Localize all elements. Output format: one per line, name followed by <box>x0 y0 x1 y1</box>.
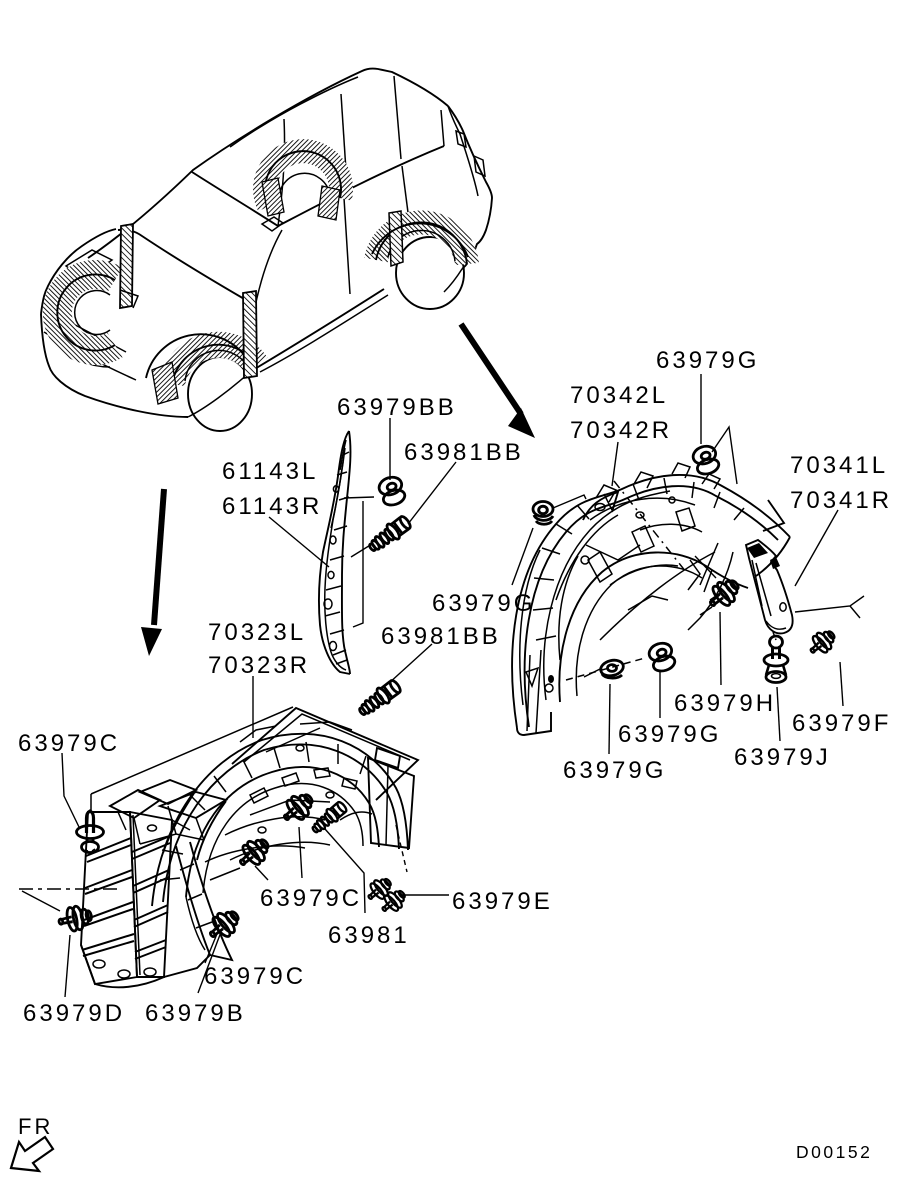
svg-text:63979G: 63979G <box>656 347 759 374</box>
svg-text:63979G: 63979G <box>563 757 666 784</box>
svg-text:63979G: 63979G <box>618 721 721 748</box>
svg-text:63979E: 63979E <box>452 888 553 915</box>
svg-text:70341R: 70341R <box>790 487 892 514</box>
svg-text:70342R: 70342R <box>570 417 672 444</box>
svg-text:63981BB: 63981BB <box>381 623 501 650</box>
svg-text:63979H: 63979H <box>674 690 776 717</box>
svg-text:63979D: 63979D <box>23 1000 125 1027</box>
svg-text:63979B: 63979B <box>145 1000 246 1027</box>
svg-text:70323L: 70323L <box>208 619 306 646</box>
svg-text:70341L: 70341L <box>790 452 888 479</box>
svg-text:63979C: 63979C <box>204 963 306 990</box>
svg-text:63979F: 63979F <box>792 710 891 737</box>
svg-text:FR: FR <box>18 1114 53 1139</box>
svg-text:D00152: D00152 <box>796 1142 872 1162</box>
svg-text:70342L: 70342L <box>570 382 668 409</box>
svg-text:63979G: 63979G <box>432 590 535 617</box>
svg-text:63981: 63981 <box>328 922 410 949</box>
svg-text:63981BB: 63981BB <box>404 439 524 466</box>
svg-text:61143L: 61143L <box>222 458 318 485</box>
svg-text:63979C: 63979C <box>18 730 120 757</box>
svg-text:61143R: 61143R <box>222 493 322 520</box>
svg-text:63979J: 63979J <box>734 744 831 771</box>
svg-text:63979BB: 63979BB <box>337 394 457 421</box>
svg-text:70323R: 70323R <box>208 652 310 679</box>
svg-text:63979C: 63979C <box>260 885 362 912</box>
